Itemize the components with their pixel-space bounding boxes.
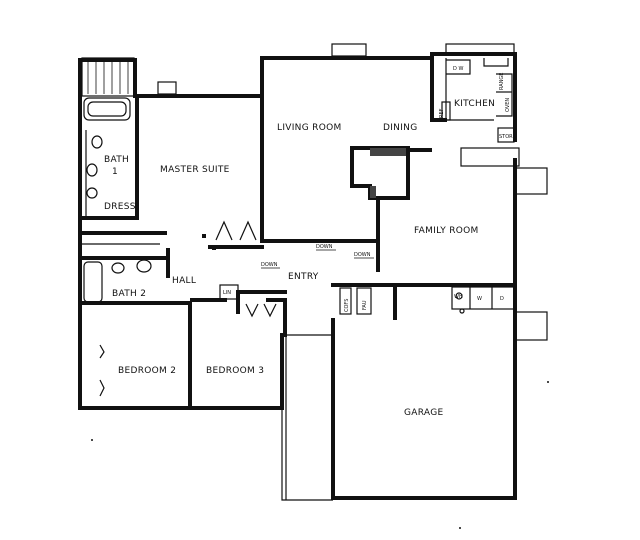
- bath1-label: BATH: [104, 155, 129, 165]
- oven-label: OVEN: [505, 98, 511, 112]
- dining-label: DINING: [383, 123, 417, 133]
- hall-label: HALL: [172, 276, 196, 286]
- down-family-label: DOWN: [354, 252, 371, 258]
- cofs-label: COFS: [344, 299, 350, 312]
- refrigerator-label: REF: [439, 108, 445, 118]
- entry-label: ENTRY: [288, 272, 319, 282]
- fixture-labels: D W REF RANGE OVEN STOR LIN COFS FAU WH …: [223, 66, 513, 312]
- interior-walls: [78, 56, 520, 410]
- bath1-number: 1: [112, 167, 118, 177]
- water-heater-label: WH: [454, 294, 463, 300]
- down-living-label: DOWN: [316, 244, 333, 250]
- linen-label: LIN: [223, 290, 231, 296]
- bedroom3-label: BEDROOM 3: [206, 366, 264, 376]
- door-swings: [99, 220, 277, 397]
- storage-label: STOR: [499, 134, 513, 140]
- outdoor-outlines: [81, 43, 548, 501]
- living-room-label: LIVING ROOM: [277, 123, 342, 133]
- step-annotations: DOWN DOWN DOWN: [261, 244, 374, 269]
- bedroom2-label: BEDROOM 2: [118, 366, 176, 376]
- dress-label: DRESS: [104, 202, 136, 212]
- scan-specks: [91, 381, 549, 529]
- bath2-label: BATH 2: [112, 289, 146, 299]
- bath-fixtures: [83, 97, 152, 303]
- washer-label: W: [477, 296, 482, 302]
- dishwasher-label: D W: [453, 66, 463, 72]
- fau-label: FAU: [362, 300, 368, 310]
- room-labels: LIVING ROOM DINING KITCHEN MASTER SUITE …: [104, 99, 495, 418]
- dryer-label: D: [500, 296, 504, 302]
- master-suite-label: MASTER SUITE: [160, 165, 230, 175]
- range-label: RANGE: [499, 73, 505, 90]
- garage-label: GARAGE: [404, 408, 443, 418]
- family-room-label: FAMILY ROOM: [414, 226, 479, 236]
- kitchen-label: KITCHEN: [454, 99, 495, 109]
- down-hall-label: DOWN: [261, 262, 278, 268]
